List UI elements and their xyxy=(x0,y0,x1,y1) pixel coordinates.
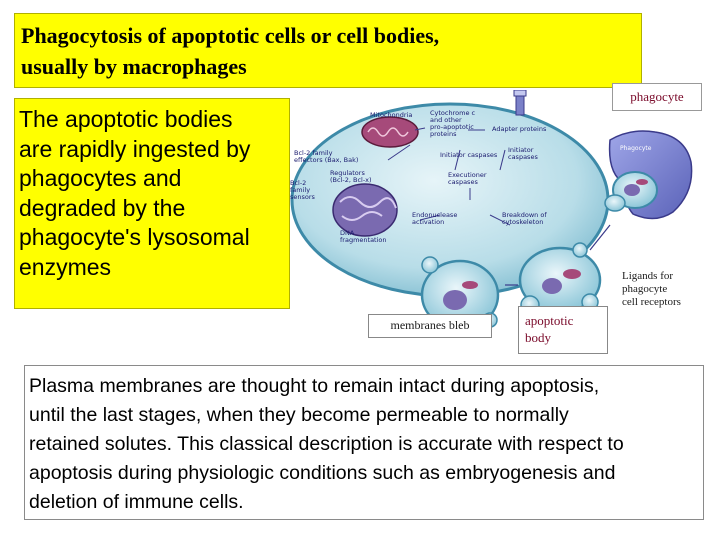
title-line-2: usually by macrophages xyxy=(21,54,247,79)
apoptotic-body-cell xyxy=(518,242,602,315)
description-box: The apoptotic bodies are rapidly ingeste… xyxy=(14,98,290,309)
receptor-icon xyxy=(513,90,527,116)
apoptotic-body-line: body xyxy=(525,330,551,345)
ligands-line: phagocyte xyxy=(622,283,668,295)
stage-arrows xyxy=(505,224,611,286)
explanation-line: retained solutes. This classical descrip… xyxy=(29,433,624,455)
label-dna-fragmentation: DNA fragmentation xyxy=(340,229,387,244)
apoptotic-body-label: apoptotic body xyxy=(518,306,608,354)
title-box: Phagocytosis of apoptotic cells or cell … xyxy=(14,13,642,88)
label-bcl2-sensors: Bcl-2 family sensors xyxy=(290,179,315,201)
label-initiator-caspases: Initiator caspases xyxy=(440,151,498,159)
label-mitochondria: Mitochondria xyxy=(370,111,413,119)
description-line: degraded by the xyxy=(19,194,186,221)
title-line-1: Phagocytosis of apoptotic cells or cell … xyxy=(21,23,440,48)
label-endonuclease: Endonuclease activation xyxy=(412,211,458,226)
phagocyte-label: phagocyte xyxy=(612,83,702,111)
description-line: enzymes xyxy=(19,253,112,280)
description-line: The apoptotic bodies xyxy=(19,106,233,132)
label-adapter: Adapter proteins xyxy=(492,125,547,133)
label-initiator: Initiator caspases xyxy=(508,146,538,161)
pathway-arrows xyxy=(387,127,511,226)
explanation-line: until the last stages, when they become … xyxy=(29,404,569,426)
description-line: phagocyte's lysosomal xyxy=(19,224,250,250)
nucleus-icon xyxy=(332,183,398,237)
ligands-label: Ligands for phagocyte cell receptors xyxy=(612,270,704,320)
ligands-line: cell receptors xyxy=(622,296,681,308)
membranes-bleb-label: membranes bleb xyxy=(368,314,492,338)
description-line: phagocytes and xyxy=(19,165,182,191)
description-line: are rapidly ingested by xyxy=(19,135,251,162)
label-regulators: Regulators (Bcl-2, Bcl-x) xyxy=(330,169,372,184)
phagocyte-cell xyxy=(604,130,693,220)
label-phagocyte-inner: Phagocyte xyxy=(620,145,652,152)
explanation-box: Plasma membranes are thought to remain i… xyxy=(24,365,704,520)
label-bcl2-effectors: Bcl-2 family effectors (Bax, Bak) xyxy=(294,149,359,164)
ligands-line: Ligands for xyxy=(622,270,674,282)
explanation-line: apoptosis during physiologic conditions … xyxy=(29,462,616,484)
apoptotic-body-line: apoptotic xyxy=(525,313,574,328)
label-cytoskeleton: Breakdown of cytoskeleton xyxy=(502,211,547,226)
mitochondrion-icon xyxy=(361,116,419,148)
label-executioner: Executioner caspases xyxy=(448,171,487,186)
label-cytochrome: Cytochrome c and other pro-apoptotic pro… xyxy=(430,109,476,138)
explanation-line: deletion of immune cells. xyxy=(29,491,244,513)
explanation-line: Plasma membranes are thought to remain i… xyxy=(29,375,600,397)
